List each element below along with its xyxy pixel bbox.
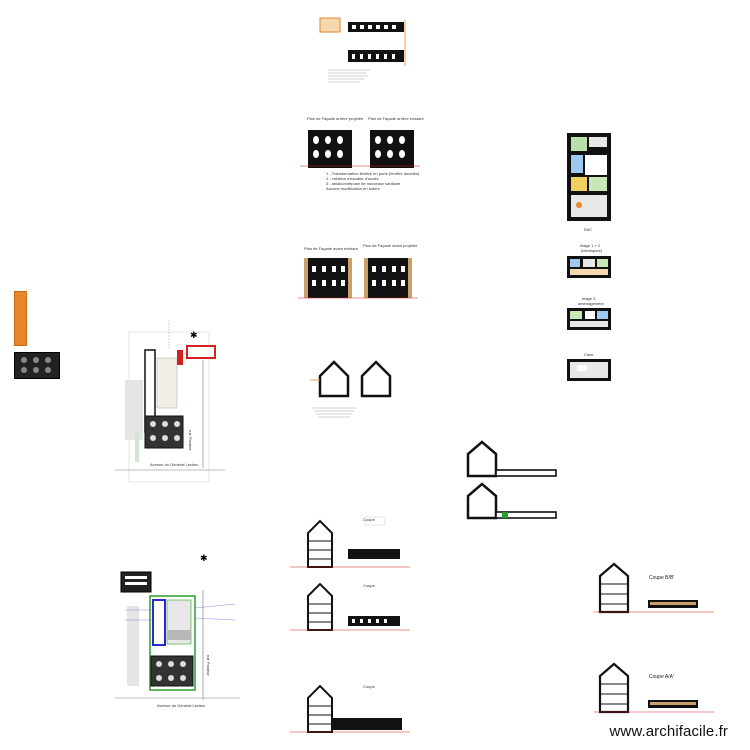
facade-front-existing-label: Plan de Façade avant existant: [304, 246, 358, 251]
floor-label-etage1-sub: (identiques): [581, 248, 602, 253]
floor-plan-etage3: [567, 308, 611, 330]
compass-icon-lower: ✱: [200, 553, 208, 563]
section-aa-drawing: [594, 662, 714, 714]
top-elevation-sheet: [319, 17, 406, 83]
section-1-title: Coupe: [363, 517, 375, 522]
facade-front-drawings: [298, 258, 418, 299]
site-plan-existing: [115, 320, 225, 483]
black-block-dots: [21, 357, 51, 373]
floor-label-etage3: étage 3: [582, 296, 596, 301]
floor-label-etage1: étage 1 + 2: [580, 243, 601, 248]
floor-plan-rdc: [567, 133, 611, 221]
black-block: [14, 352, 60, 379]
section-3-title: Coupe: [363, 684, 375, 689]
building-section-1: [290, 516, 410, 568]
orange-element: [14, 291, 27, 346]
building-section-3: [290, 684, 410, 733]
facade-note-1: 1 - Transformation fenêtre en porte (fen…: [326, 171, 420, 176]
building-section-2: [290, 582, 410, 631]
floor-plan-cave: [567, 359, 611, 381]
facade-rear-existing-label: Plan de Façade arrière projetée: [307, 116, 364, 121]
floor-label-rdc: RdC: [584, 227, 593, 232]
site-plan-side-road-label-bottom: rue Pasteur: [206, 655, 211, 676]
facade-front-projected-label: Plan de Façade avant projetée: [363, 243, 418, 248]
facade-rear-projected-label: Plan de Façade arrière existant: [368, 116, 424, 121]
facade-note-4: Aucune modification en toiture: [326, 186, 380, 191]
site-plan-projected: [115, 571, 240, 700]
section-2-title: Coupe: [363, 583, 375, 588]
orange-element-note: ·: [30, 322, 31, 326]
facade-note-2: 2 - création d'escalier d'accès: [326, 176, 379, 181]
site-plan-street-label-bottom: Avenue du Général Leclerc: [157, 703, 206, 708]
facade-note-3: 3 - ablation/dépose de nouveaux sanitair…: [326, 181, 401, 186]
right-gable-sections: [466, 440, 557, 520]
floor-label-cave: Cave: [584, 352, 594, 357]
facade-rear-drawings: [300, 130, 420, 168]
floor-plan-etage1: [567, 256, 611, 278]
floor-label-etage3-sub: aménagement: [578, 301, 604, 306]
gable-sections: [310, 360, 392, 418]
section-aa-title: Coupe A/A': [649, 674, 674, 680]
section-bb-drawing: [594, 562, 714, 614]
compass-icon: ✱: [190, 330, 198, 340]
site-plan-side-road-label-top: rue Pasteur: [188, 430, 193, 451]
section-bb-title: Coupe B/B': [649, 575, 675, 581]
site-plan-street-label-top: Avenue du Général Leclerc: [150, 462, 199, 467]
watermark: www.archifacile.fr: [609, 723, 728, 740]
